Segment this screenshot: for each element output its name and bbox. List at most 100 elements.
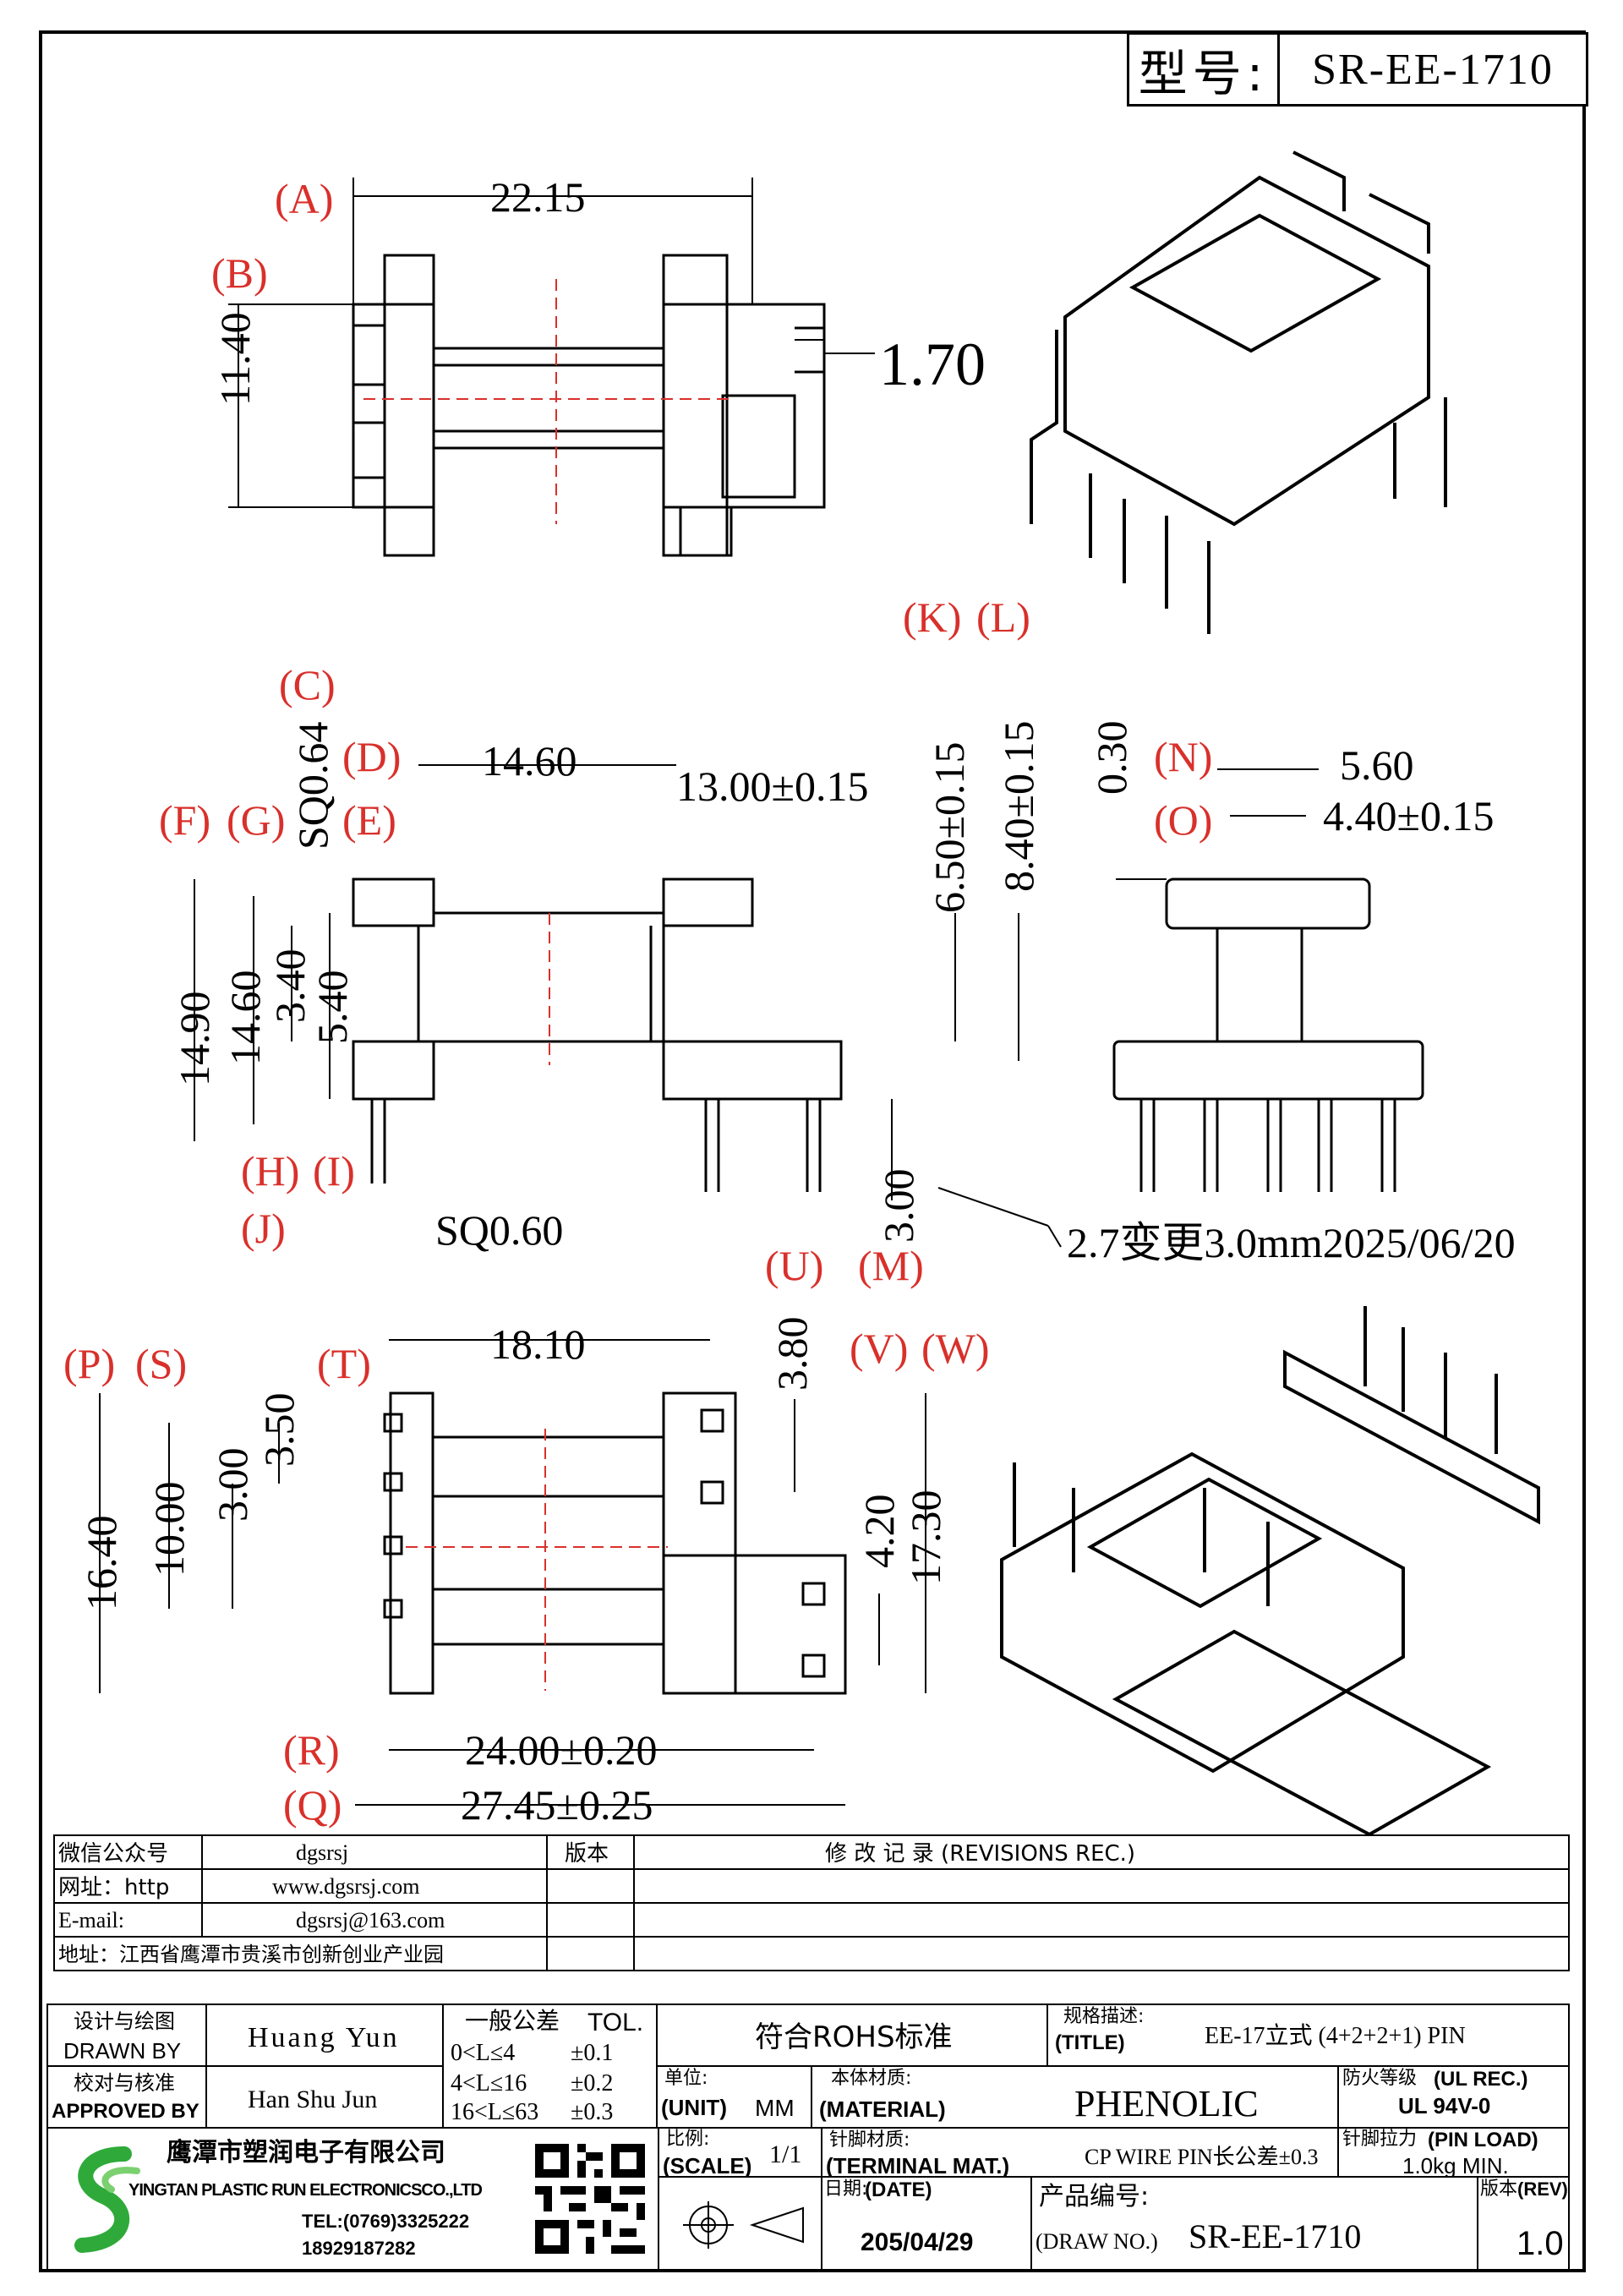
fire-en: (UL REC.) — [1434, 2068, 1528, 2091]
label-t: (T) — [317, 1340, 371, 1387]
spec-cn: 规格描述: — [1063, 2006, 1145, 2027]
dim-bot-3-50: 3.50 — [255, 1392, 303, 1468]
company-en: YINGTAN PLASTIC RUN ELECTRONICSCO.,LTD — [128, 2181, 483, 2200]
date-en: (DATE) — [865, 2178, 932, 2201]
top-view — [228, 178, 875, 557]
rev-en: (REV) — [1517, 2178, 1568, 2200]
label-o: (O) — [1154, 796, 1213, 844]
terminal-cell: 针脚材质: (TERMINAL MAT.) CP WIRE PIN长公差±0.3 — [821, 2127, 1339, 2178]
label-w: (W) — [921, 1325, 990, 1372]
approved-name: Han Shu Jun — [248, 2086, 378, 2113]
terminal-en: (TERMINAL MAT.) — [826, 2153, 1010, 2178]
address-cell: 地址：江西省鹰潭市贵溪市创新创业产业园 — [53, 1936, 550, 1971]
label-v: (V) — [850, 1325, 909, 1372]
dim-h-14-60: 14.60 — [221, 970, 269, 1066]
front-view — [194, 764, 1062, 1248]
end-view — [1112, 768, 1424, 1192]
dim-tol-13: 13.00±0.15 — [676, 763, 869, 810]
dim-tol-6-50: 6.50±0.15 — [926, 741, 973, 913]
drawn-by-cell: 设计与绘图 DRAWN BY — [46, 2004, 207, 2067]
label-i: (I) — [313, 1147, 355, 1194]
label-e: (E) — [342, 796, 396, 844]
dim-end-4-40: 4.40±0.15 — [1323, 792, 1495, 839]
label-d: (D) — [342, 733, 402, 780]
version-label-cell: 版本 — [546, 1834, 635, 1870]
dim-end-0-30: 0.30 — [1088, 720, 1135, 795]
tol-row-2-range: 4<L≤16 — [451, 2070, 527, 2096]
tol-row-3-value: ±0.3 — [571, 2099, 614, 2125]
rev-row-3-note — [633, 1936, 1570, 1971]
dim-bot-24-00: 24.00±0.20 — [465, 1726, 658, 1774]
wechat-value: dgsrsj — [296, 1840, 349, 1865]
tol-title-cn: 一般公差 — [465, 2007, 560, 2035]
tol-row-2-value: ±0.2 — [571, 2070, 614, 2096]
approved-cn: 校对与核准 — [74, 2071, 175, 2095]
version-label: 版本 — [565, 1841, 609, 1867]
dim-bot-16-40: 16.40 — [78, 1515, 125, 1611]
rev-value: 1.0 — [1516, 2225, 1564, 2262]
dim-sq060: SQ0.60 — [435, 1206, 564, 1254]
date-cn: 日期: — [824, 2178, 868, 2200]
rev-row-1-note — [633, 1868, 1570, 1904]
change-note: 2.7变更3.0mm2025/06/20 — [1067, 1219, 1516, 1266]
tol-row-1-value: ±0.1 — [571, 2040, 614, 2066]
approved-name-cell: Han Shu Jun — [205, 2065, 444, 2129]
material-cell: 本体材质: (MATERIAL) PHENOLIC — [811, 2065, 1339, 2129]
qr-code-icon — [535, 2144, 645, 2254]
web-value-cell: www.dgsrsj.com — [201, 1868, 548, 1904]
label-b: (B) — [211, 249, 268, 297]
rev-row-2-note — [633, 1902, 1570, 1938]
drawno-value: SR-EE-1710 — [1189, 2217, 1362, 2255]
label-r: (R) — [283, 1726, 340, 1774]
web-value: www.dgsrsj.com — [272, 1874, 420, 1899]
drawn-en: DRAWN BY — [63, 2038, 182, 2064]
dim-top-width: 22.15 — [490, 173, 586, 221]
fire-cell: 防火等级 (UL REC.) UL 94V-0 — [1337, 2065, 1570, 2129]
dim-bot-4-20: 4.20 — [855, 1494, 903, 1569]
terminal-value: CP WIRE PIN长公差±0.3 — [1085, 2145, 1319, 2169]
tolerance-cell: 一般公差 TOL. 0<L≤4 ±0.1 4<L≤16 ±0.2 16<L≤63… — [442, 2004, 658, 2129]
label-j: (J) — [241, 1205, 286, 1252]
drawno-cell: 产品编号: (DRAW NO.) SR-EE-1710 — [1030, 2176, 1478, 2271]
rev-row-3-version — [546, 1936, 635, 1971]
scale-value: 1/1 — [769, 2140, 802, 2168]
projection-cell — [658, 2176, 822, 2271]
dim-bot-3-00: 3.00 — [209, 1447, 256, 1522]
company-cell: 鹰潭市塑润电子有限公司 YINGTAN PLASTIC RUN ELECTRON… — [46, 2127, 659, 2271]
fire-value: UL 94V-0 — [1398, 2093, 1491, 2118]
label-f: (F) — [159, 796, 211, 844]
rev-cell: 版本 (REV) 1.0 — [1477, 2176, 1570, 2271]
web-label: 网址：http — [58, 1875, 170, 1900]
company-tel: TEL:(0769)3325222 — [302, 2211, 470, 2232]
sheet-border — [39, 30, 1586, 2272]
dim-bot-10-00: 10.00 — [145, 1481, 193, 1577]
approved-by-cell: 校对与核准 APPROVED BY — [46, 2065, 207, 2129]
web-label-cell: 网址：http — [53, 1868, 203, 1904]
drawno-en: (DRAW NO.) — [1036, 2229, 1158, 2254]
label-k: (K) — [903, 593, 962, 641]
label-q: (Q) — [283, 1781, 342, 1829]
pinload-cn: 针脚拉力 — [1342, 2129, 1418, 2150]
wechat-label-cell: 微信公众号 — [53, 1834, 203, 1870]
approved-en: APPROVED BY — [52, 2100, 199, 2123]
rohs-cell: 符合ROHS标准 — [656, 2004, 1048, 2067]
pinload-en: (PIN LOAD) — [1428, 2129, 1538, 2151]
dim-tol-8-40: 8.40±0.15 — [995, 720, 1042, 892]
tol-row-1-range: 0<L≤4 — [451, 2040, 516, 2066]
rev-cn: 版本 — [1480, 2178, 1518, 2200]
scale-cell: 比例: (SCALE) 1/1 — [658, 2127, 822, 2178]
model-label: 型号: — [1129, 35, 1280, 104]
dim-bot-18-10: 18.10 — [490, 1320, 586, 1368]
dim-front-width: 14.60 — [482, 737, 577, 784]
label-m: (M) — [858, 1242, 924, 1289]
pinload-cell: 针脚拉力 (PIN LOAD) 1.0kg MIN. — [1337, 2127, 1570, 2178]
label-u: (U) — [765, 1242, 824, 1289]
spec-cell: 规格描述: (TITLE) EE-17立式 (4+2+2+1) PIN — [1046, 2004, 1570, 2067]
iso-view-lower — [1000, 1306, 1540, 1837]
rev-row-2-version — [546, 1902, 635, 1938]
label-s: (S) — [135, 1340, 188, 1387]
email-label: E-mail: — [58, 1908, 124, 1932]
drawn-name: Huang Yun — [248, 2022, 400, 2053]
wechat-label: 微信公众号 — [58, 1841, 169, 1867]
unit-cell: 单位: (UNIT) MM — [656, 2065, 812, 2129]
